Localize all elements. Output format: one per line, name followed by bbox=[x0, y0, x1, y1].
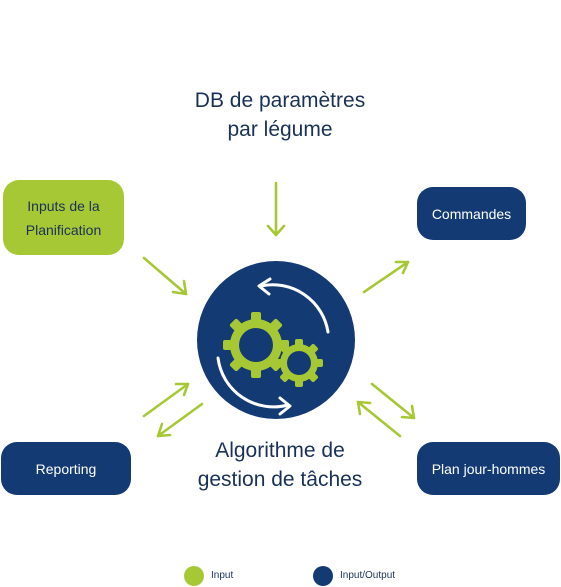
legend-input-output-label: Input/Output bbox=[340, 570, 396, 581]
algorithm-title: Algorithme de gestion de tâches bbox=[160, 436, 400, 494]
algorithm-title-line2: gestion de tâches bbox=[197, 468, 363, 491]
legend-input-label: Input bbox=[211, 570, 234, 581]
db-parameters-title-line1: DB de paramètres bbox=[194, 89, 366, 112]
arrow-algorithm-to-reporting bbox=[156, 402, 204, 438]
db-parameters-title: DB de paramètres par légume bbox=[120, 86, 440, 144]
reporting-label: Reporting bbox=[35, 460, 97, 477]
legend-input-swatch bbox=[184, 566, 204, 586]
arrow-db-to-algorithm bbox=[266, 181, 286, 237]
inputs-box-line1: Inputs de la bbox=[27, 197, 100, 214]
arrow-reporting-to-algorithm bbox=[142, 382, 190, 418]
arrow-plan-to-algorithm bbox=[356, 400, 402, 438]
inputs-box-line2: Planification bbox=[25, 221, 102, 238]
plan-label: Plan jour-hommes bbox=[431, 460, 546, 477]
arrow-inputs-to-algorithm bbox=[142, 256, 188, 296]
reporting-box: Reporting bbox=[1, 442, 131, 495]
commandes-label: Commandes bbox=[431, 205, 512, 222]
arrow-algorithm-to-commandes bbox=[362, 260, 410, 294]
small-gear-icon bbox=[275, 339, 323, 387]
cycle-arrows-icon bbox=[216, 277, 330, 416]
commandes-box: Commandes bbox=[417, 187, 526, 240]
gears-icon bbox=[223, 312, 323, 387]
inputs-planification-box: Inputs de la Planification bbox=[3, 180, 124, 255]
plan-jour-hommes-box: Plan jour-hommes bbox=[417, 442, 560, 495]
large-gear-icon bbox=[223, 312, 289, 378]
algorithm-title-line1: Algorithme de bbox=[215, 439, 345, 462]
arrow-algorithm-to-plan bbox=[370, 382, 416, 420]
legend-input-output-swatch bbox=[313, 566, 333, 586]
db-parameters-title-line2: par légume bbox=[227, 118, 333, 141]
